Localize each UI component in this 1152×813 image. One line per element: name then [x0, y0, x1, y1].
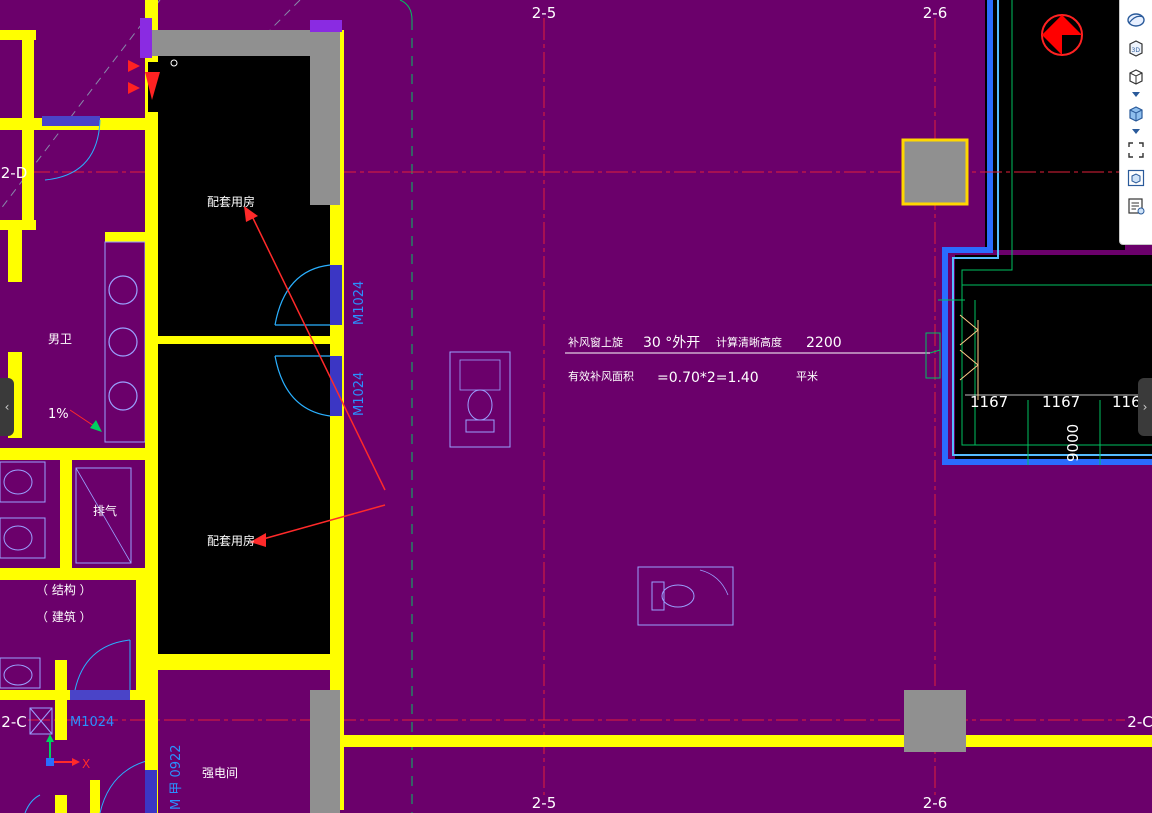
hydrant-symbol — [128, 59, 178, 112]
slope-label: 1% — [48, 407, 69, 422]
view-cube-icon — [1129, 69, 1143, 85]
view-cube-button[interactable] — [1123, 63, 1149, 89]
view-cube-dropdown[interactable] — [1123, 90, 1149, 99]
view-toolbar: 3D — [1119, 0, 1152, 245]
column-upper — [901, 138, 969, 206]
dashed-guides — [0, 0, 413, 813]
building-edge-right — [942, 0, 1152, 465]
electric-room-label: 强电间 — [202, 766, 238, 780]
properties-icon — [1128, 198, 1145, 215]
room-label-upper: 配套用房 — [207, 194, 255, 209]
grid-label-bottom-left: 2-5 — [532, 794, 557, 812]
left-panel-toggle[interactable]: ‹ — [0, 378, 14, 436]
visual-style-icon — [1127, 169, 1145, 187]
fixtures — [449, 351, 734, 626]
grid-label-top-right: 2-6 — [923, 4, 948, 22]
view-solid-icon — [1129, 106, 1143, 122]
grid-label-right-lower: 2-C — [1127, 713, 1152, 731]
structure-label: （ 结构 ） — [36, 582, 92, 597]
architecture-label: （ 建筑 ） — [36, 609, 92, 624]
door-label-a: M1024 — [352, 281, 367, 325]
dim-1167-b: 1167 — [1042, 393, 1080, 411]
north-arrow-icon — [1041, 14, 1083, 56]
door-label-b: M1024 — [352, 372, 367, 416]
properties-button[interactable] — [1123, 193, 1149, 219]
dim-9000: 9000 — [1064, 424, 1082, 462]
exhaust-label: 排气 — [93, 503, 117, 518]
chevron-down-icon — [1132, 92, 1140, 97]
door-label-c: M1024 — [70, 715, 114, 730]
note-line1-label: 补风窗上旋 — [568, 335, 623, 349]
grid-label-top-left: 2-5 — [532, 4, 557, 22]
view-solid-button[interactable] — [1123, 100, 1149, 126]
red-arrows — [69, 206, 386, 547]
grid-label-left-lower: 2-C — [1, 713, 26, 731]
grid-label-bottom-right: 2-6 — [923, 794, 948, 812]
orbit-icon — [1127, 13, 1145, 27]
zoom-extents-button[interactable] — [1123, 137, 1149, 163]
column-lower — [904, 690, 966, 752]
grid-label-left-upper: 2-D — [1, 164, 28, 182]
chevron-down-icon — [1132, 129, 1140, 134]
note-line2-unit: 平米 — [796, 370, 818, 383]
visual-style-button[interactable] — [1123, 165, 1149, 191]
chevron-right-icon: › — [1142, 400, 1148, 414]
note-line2-formula: =0.70*2=1.40 — [657, 370, 759, 386]
view-solid-dropdown[interactable] — [1123, 127, 1149, 136]
note-line1-angle: 30 °外开 — [643, 335, 700, 351]
room-label-lower: 配套用房 — [207, 533, 255, 548]
annotation-lines — [565, 299, 1152, 400]
dim-1167-a: 1167 — [970, 393, 1008, 411]
note-line1-calc: 计算清晰高度 — [716, 335, 782, 349]
right-panel-toggle[interactable]: › — [1138, 378, 1152, 436]
cad-labels: 2-5 2-6 2-5 2-6 2-D 2-C 2-C 配套用房 配套用房 男卫… — [1, 4, 1152, 812]
zoom-extents-icon — [1128, 142, 1144, 158]
main-rooms — [140, 0, 1152, 813]
view-3d-icon: 3D — [1129, 40, 1143, 57]
ucs-x-label: X — [82, 757, 90, 771]
note-line1-value: 2200 — [806, 335, 842, 351]
left-walls — [0, 30, 151, 813]
chevron-left-icon: ‹ — [4, 400, 10, 414]
door-label-fire: M 甲 0922 — [169, 744, 184, 810]
ucs-icon — [46, 734, 80, 766]
room-label-toilet: 男卫 — [48, 332, 72, 346]
note-line2-label: 有效补风面积 — [568, 369, 634, 383]
view-3d-button[interactable]: 3D — [1123, 35, 1149, 61]
svg-text:3D: 3D — [1132, 47, 1141, 54]
orbit-button[interactable] — [1123, 7, 1149, 33]
